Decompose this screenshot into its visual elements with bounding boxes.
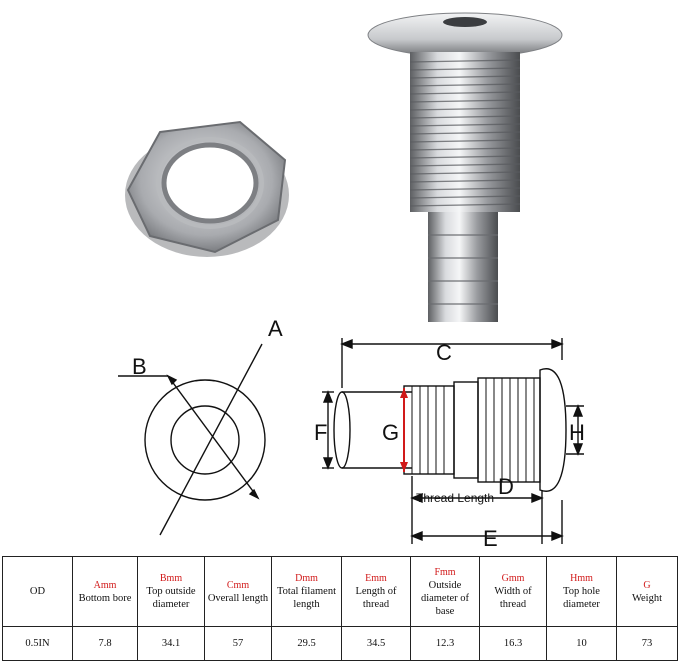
- label-c: C: [436, 340, 452, 365]
- label-e: E: [483, 526, 498, 551]
- value-cell: 57: [204, 626, 272, 661]
- front-view-drawing: [118, 343, 266, 536]
- value-cell: 34.1: [137, 626, 205, 661]
- value-cell: 73: [616, 626, 678, 661]
- side-view-drawing: [322, 338, 584, 544]
- label-b: B: [132, 354, 147, 379]
- product-photos: [125, 12, 563, 322]
- value-cell: 34.5: [341, 626, 411, 661]
- table-row: 0.5IN 7.8 34.1 57 29.5 34.5 12.3 16.3 10…: [2, 626, 678, 661]
- label-thread-length: Thread Length: [416, 491, 494, 505]
- value-cell: 12.3: [410, 626, 480, 661]
- header-od: OD: [2, 556, 73, 627]
- label-h: H: [569, 420, 585, 445]
- value-cell: 16.3: [479, 626, 547, 661]
- label-f: F: [314, 420, 327, 445]
- label-g: G: [382, 420, 399, 445]
- value-cell: 10: [546, 626, 617, 661]
- label-a: A: [268, 316, 283, 341]
- dimension-diagram: A B: [118, 316, 585, 551]
- thru-hull-fitting-photo: [367, 12, 563, 322]
- hex-nut-photo: [125, 120, 289, 257]
- value-cell: 7.8: [72, 626, 138, 661]
- row-od: 0.5IN: [2, 626, 73, 661]
- label-d: D: [498, 474, 514, 499]
- value-cell: 29.5: [271, 626, 342, 661]
